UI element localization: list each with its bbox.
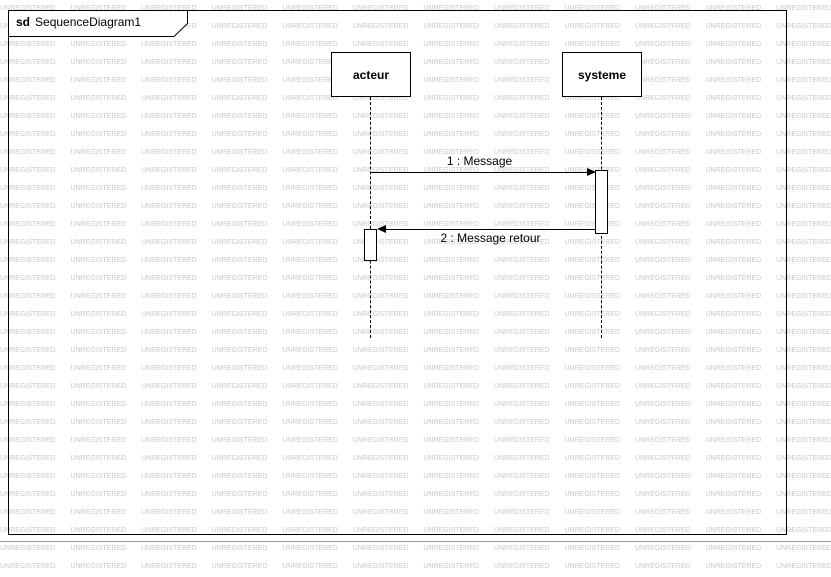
activation-acteur[interactable] [364, 229, 377, 261]
watermark-row: UNREGISTERED UNREGISTERED UNREGISTERED U… [0, 293, 831, 300]
watermark-row: UNREGISTERED UNREGISTERED UNREGISTERED U… [0, 347, 831, 354]
message-1-arrowhead-icon [587, 168, 596, 176]
message-1-label[interactable]: 1 : Message [446, 154, 513, 168]
watermark-row: UNREGISTERED UNREGISTERED UNREGISTERED U… [0, 437, 831, 444]
message-1-line[interactable] [371, 172, 588, 173]
watermark-row: UNREGISTERED UNREGISTERED UNREGISTERED U… [0, 275, 831, 282]
frame-title: SequenceDiagram1 [35, 15, 142, 29]
watermark-row: UNREGISTERED UNREGISTERED UNREGISTERED U… [0, 545, 831, 552]
watermark-row: UNREGISTERED UNREGISTERED UNREGISTERED U… [0, 257, 831, 264]
message-2-arrowhead-icon [377, 225, 386, 233]
lifeline-acteur-line[interactable] [370, 97, 371, 338]
watermark-row: UNREGISTERED UNREGISTERED UNREGISTERED U… [0, 509, 831, 516]
frame-title-text: sd SequenceDiagram1 [16, 15, 141, 29]
watermark-row: UNREGISTERED UNREGISTERED UNREGISTERED U… [0, 383, 831, 390]
watermark-row: UNREGISTERED UNREGISTERED UNREGISTERED U… [0, 203, 831, 210]
watermark-row: UNREGISTERED UNREGISTERED UNREGISTERED U… [0, 23, 831, 30]
watermark-row: UNREGISTERED UNREGISTERED UNREGISTERED U… [0, 401, 831, 408]
watermark-row: UNREGISTERED UNREGISTERED UNREGISTERED U… [0, 563, 831, 570]
sequence-frame[interactable] [8, 10, 787, 535]
watermark-row: UNREGISTERED UNREGISTERED UNREGISTERED U… [0, 239, 831, 246]
frame-pentagon-shape [8, 10, 188, 37]
lifeline-systeme-name: systeme [577, 67, 627, 82]
message-2-line[interactable] [385, 229, 596, 230]
lifeline-acteur-head[interactable]: acteur [331, 52, 411, 97]
watermark-row: UNREGISTERED UNREGISTERED UNREGISTERED U… [0, 131, 831, 138]
watermark-row: UNREGISTERED UNREGISTERED UNREGISTERED U… [0, 95, 831, 102]
watermark-row: UNREGISTERED UNREGISTERED UNREGISTERED U… [0, 221, 831, 228]
watermark-row: UNREGISTERED UNREGISTERED UNREGISTERED U… [0, 527, 831, 534]
lifeline-acteur-name: acteur [352, 67, 390, 82]
watermark-row: UNREGISTERED UNREGISTERED UNREGISTERED U… [0, 5, 831, 12]
watermark-row: UNREGISTERED UNREGISTERED UNREGISTERED U… [0, 365, 831, 372]
watermark-row: UNREGISTERED UNREGISTERED UNREGISTERED U… [0, 491, 831, 498]
watermark-row: UNREGISTERED UNREGISTERED UNREGISTERED U… [0, 185, 831, 192]
watermark-row: UNREGISTERED UNREGISTERED UNREGISTERED U… [0, 77, 831, 84]
watermark-row: UNREGISTERED UNREGISTERED UNREGISTERED U… [0, 329, 831, 336]
watermark-row: UNREGISTERED UNREGISTERED UNREGISTERED U… [0, 419, 831, 426]
frame-title-pentagon[interactable]: sd SequenceDiagram1 [8, 10, 188, 37]
activation-systeme[interactable] [595, 170, 608, 234]
watermark-row: UNREGISTERED UNREGISTERED UNREGISTERED U… [0, 113, 831, 120]
watermark-row: UNREGISTERED UNREGISTERED UNREGISTERED U… [0, 41, 831, 48]
watermark-row: UNREGISTERED UNREGISTERED UNREGISTERED U… [0, 455, 831, 462]
watermark-row: UNREGISTERED UNREGISTERED UNREGISTERED U… [0, 149, 831, 156]
watermark-row: UNREGISTERED UNREGISTERED UNREGISTERED U… [0, 473, 831, 480]
message-2-label[interactable]: 2 : Message retour [440, 231, 541, 245]
watermark-row: UNREGISTERED UNREGISTERED UNREGISTERED U… [0, 167, 831, 174]
frame-keyword: sd [16, 15, 31, 29]
lifeline-systeme-head[interactable]: systeme [562, 52, 642, 97]
watermark-row: UNREGISTERED UNREGISTERED UNREGISTERED U… [0, 59, 831, 66]
watermark-row: UNREGISTERED UNREGISTERED UNREGISTERED U… [0, 311, 831, 318]
page-boundary-line [0, 541, 831, 542]
